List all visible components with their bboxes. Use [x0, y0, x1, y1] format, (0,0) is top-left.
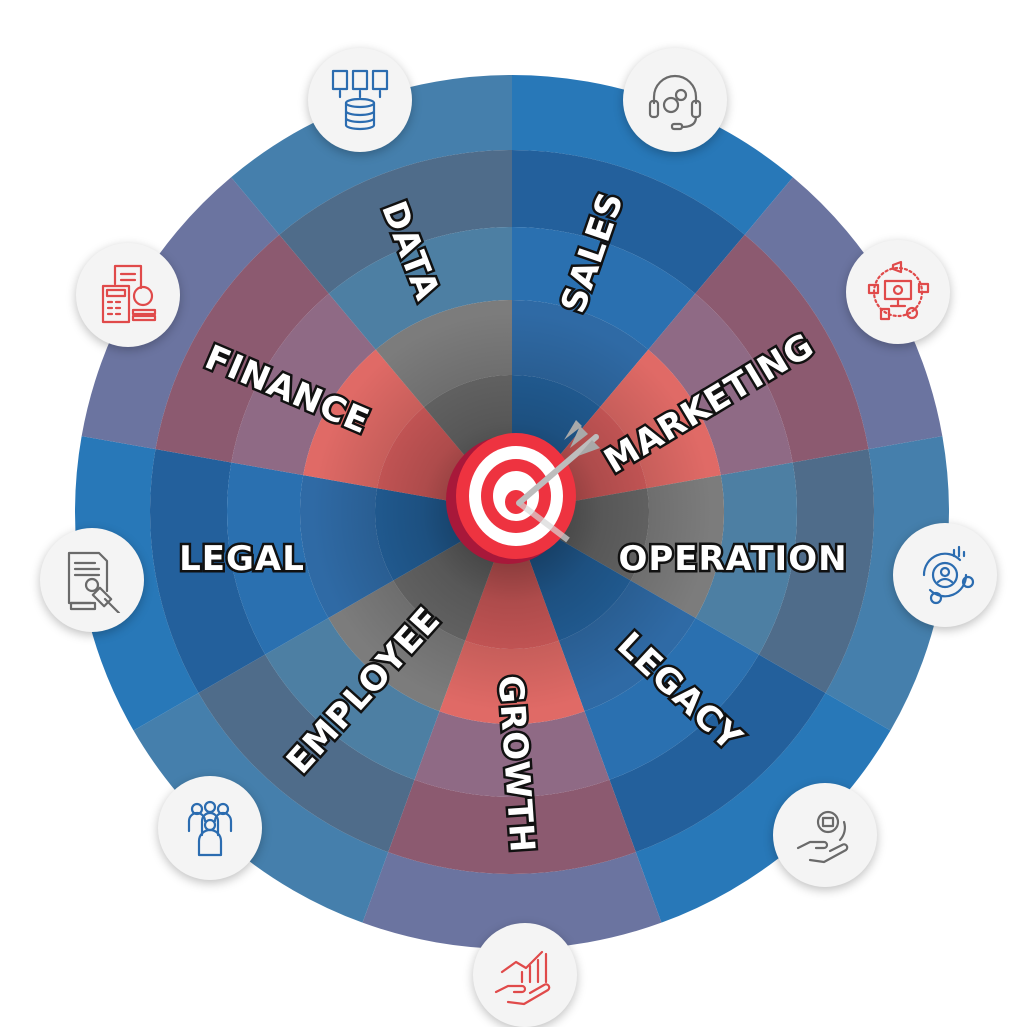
operations-gear-cycle-icon — [922, 545, 975, 605]
icon-badge-growth — [473, 923, 577, 1027]
hand-growth-chart-icon — [494, 950, 551, 1006]
label-operation: OPERATION — [618, 539, 847, 579]
sector-legacy-ring-2 — [609, 654, 826, 853]
sector-finance-ring-1 — [81, 177, 280, 450]
sector-finance-ring-2 — [155, 234, 329, 463]
sector-growth-ring-3 — [414, 711, 610, 797]
sector-employee-ring-2 — [198, 654, 415, 853]
sector-data-ring-1 — [231, 75, 513, 235]
headset-gears-icon — [648, 74, 702, 131]
icon-badge-operation — [893, 523, 997, 627]
sector-operation-ring-2 — [758, 449, 875, 693]
team-people-icon — [187, 800, 233, 857]
sector-employee-ring-1 — [133, 693, 389, 923]
sector-marketing-ring-3 — [648, 293, 793, 476]
sector-growth-ring-2 — [388, 779, 636, 874]
icon-badge-sales — [623, 48, 727, 152]
sector-data-ring-3 — [328, 227, 512, 350]
target-with-arrow-icon — [446, 420, 600, 564]
icon-badge-legacy — [773, 783, 877, 887]
hand-gear-icon — [796, 810, 849, 864]
calculator-invoice-coins-icon — [101, 264, 157, 324]
sector-finance-ring-3 — [231, 293, 376, 476]
sector-sales-ring-3 — [512, 227, 696, 350]
sector-legacy-ring-1 — [635, 693, 891, 923]
sector-legal-ring-2 — [149, 449, 266, 693]
sector-operation-ring-1 — [825, 436, 949, 731]
sector-sales-ring-2 — [512, 150, 745, 294]
sector-legal-ring-3 — [226, 462, 329, 655]
sector-marketing-ring-1 — [744, 177, 943, 450]
icon-badge-finance — [76, 243, 180, 347]
sector-sales-ring-1 — [512, 75, 793, 235]
sector-legacy-ring-3 — [584, 618, 759, 780]
sector-employee-ring-3 — [265, 618, 440, 780]
icon-badge-marketing — [846, 240, 950, 344]
sector-growth-ring-1 — [362, 852, 662, 949]
icon-badge-legal — [40, 528, 144, 632]
legal-document-gavel-icon — [67, 551, 121, 613]
digital-marketing-icon — [867, 260, 930, 321]
label-legal: LEGAL — [179, 539, 305, 579]
sector-operation-ring-3 — [695, 462, 798, 655]
icon-badge-data — [308, 48, 412, 152]
documents-database-icon — [331, 69, 389, 131]
sector-marketing-ring-2 — [695, 234, 869, 463]
sector-data-ring-2 — [279, 150, 512, 294]
icon-badge-employee — [158, 776, 262, 880]
